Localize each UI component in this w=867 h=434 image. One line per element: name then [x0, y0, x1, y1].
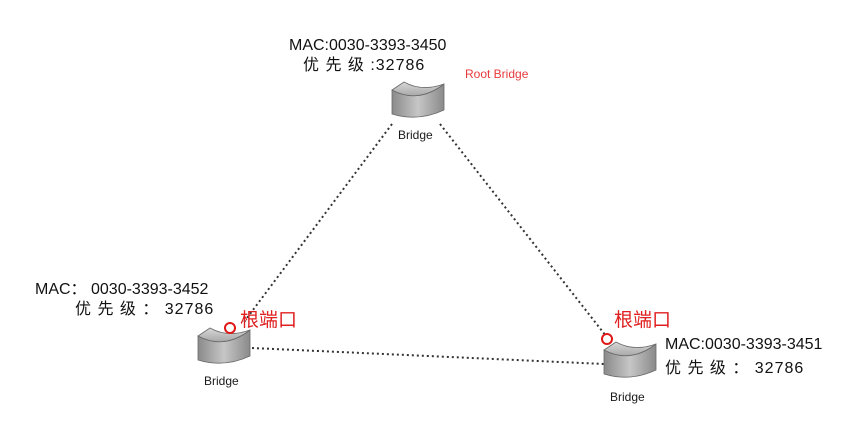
- root-bridge-tag: Root Bridge: [465, 67, 529, 81]
- right-root-port-label: 根端口: [614, 309, 672, 331]
- left-root-port-marker[interactable]: [224, 322, 236, 334]
- left-bridge-priority: 优 先 级 ： 32786: [75, 301, 215, 318]
- left-root-port-label: 根端口: [240, 309, 298, 331]
- right-bridge-label: Bridge: [610, 390, 645, 404]
- link-root-left: [243, 123, 393, 323]
- right-bridge-mac: MAC:0030-3393-3451: [665, 336, 823, 353]
- root-bridge-mac: MAC:0030-3393-3450: [289, 37, 447, 54]
- left-bridge-icon[interactable]: [196, 326, 252, 370]
- root-bridge-info: MAC:0030-3393-3450 优 先 级 :32786: [289, 36, 446, 76]
- root-bridge-icon[interactable]: [390, 80, 446, 124]
- left-bridge-mac: MAC： 0030-3393-3452: [35, 281, 209, 298]
- root-bridge-priority: 优 先 级 :32786: [303, 57, 426, 74]
- right-bridge-priority: 优 先 级 ： 32786: [665, 360, 805, 377]
- right-root-port-marker[interactable]: [601, 333, 613, 345]
- link-root-right: [439, 123, 607, 337]
- link-left-right: [251, 347, 605, 365]
- left-bridge-info: MAC： 0030-3393-3452 优 先 级 ： 32786: [35, 280, 214, 320]
- root-bridge-label: Bridge: [398, 128, 433, 142]
- right-bridge-info: MAC:0030-3393-3451 优 先 级 ： 32786: [665, 335, 822, 379]
- right-bridge-icon[interactable]: [602, 340, 658, 384]
- left-bridge-label: Bridge: [204, 374, 239, 388]
